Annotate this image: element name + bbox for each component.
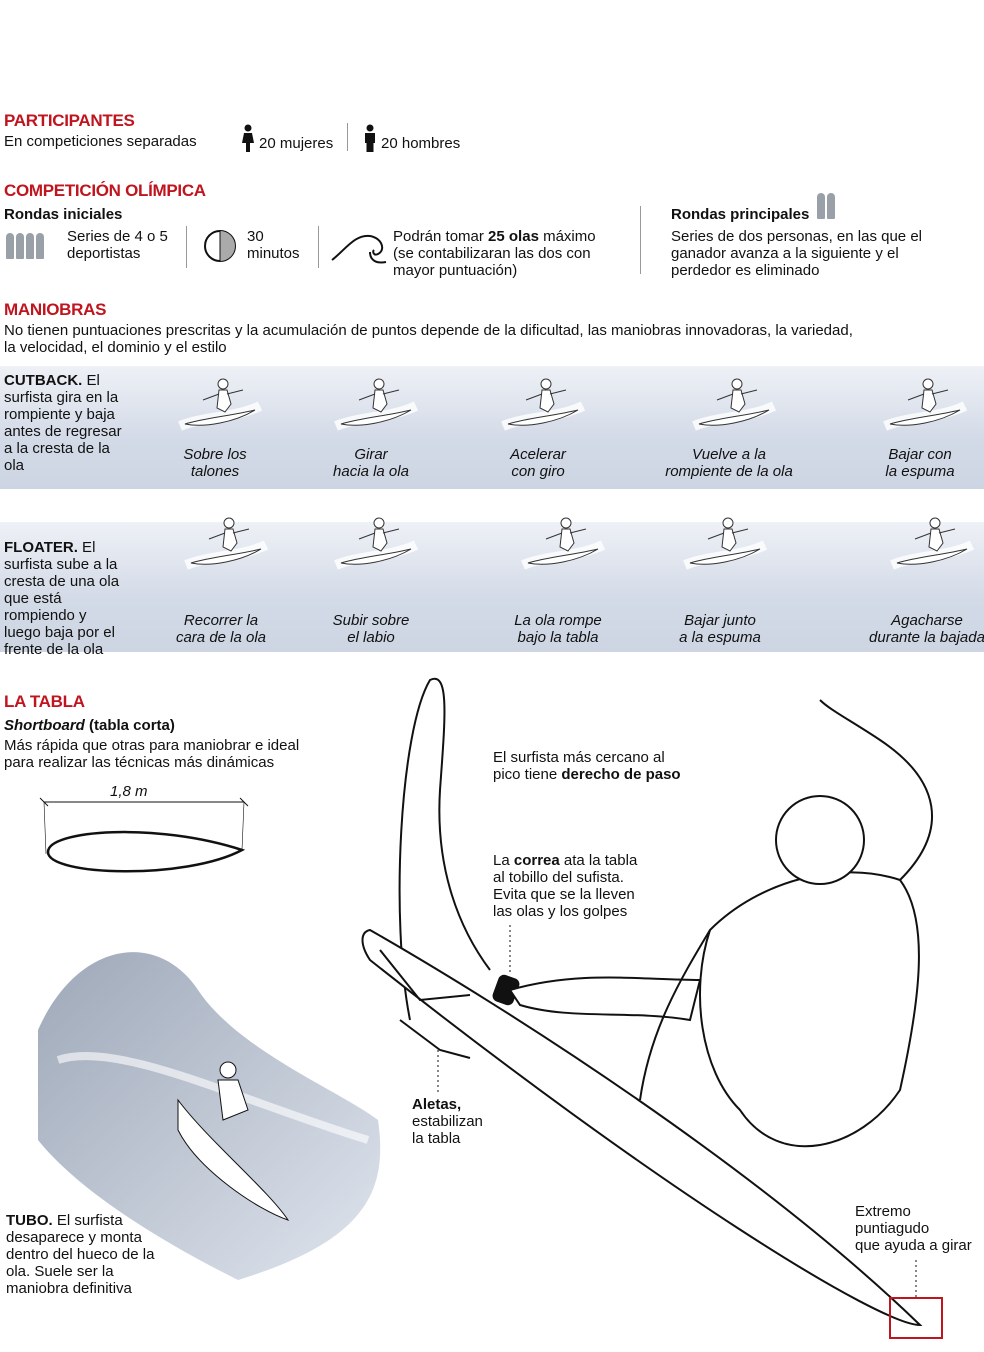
men-count: 20 hombres [381,135,461,152]
principales-line-3: perdedor es eliminado [671,262,820,279]
cutback-band [0,366,984,489]
board-top-view [39,797,249,873]
floater-surfer-figure [680,515,770,579]
tube-wave-illustration [38,952,381,1280]
maniobras-title: MANIOBRAS [4,300,107,319]
surfer-board-illustration [361,677,943,1339]
floater-surfer-figure [181,515,271,579]
series-text-2: deportistas [67,245,141,262]
maniobras-desc-2: la velocidad, el dominio y el estilo [4,339,227,356]
tabla-title: LA TABLA [4,692,85,711]
olas-line-2: (se contabilizaran las dos con [393,245,591,262]
principales-line-1: Series de dos personas, en las que el [671,228,922,245]
rondas-principales-label: Rondas principales [671,206,810,223]
participantes-title: PARTICIPANTES [4,111,135,130]
cutback-surfer-figure [880,376,970,440]
participantes-subtitle: En competiciones separadas [4,133,197,150]
floater-surfer-figure [887,515,977,579]
cutback-surfer-figure [498,376,588,440]
board-length: 1,8 m [110,783,148,800]
man-icon [364,124,376,156]
clock-icon [203,228,237,268]
maniobras-desc-1: No tienen puntuaciones prescritas y la a… [4,322,853,339]
olas-line-3: mayor puntuación) [393,262,518,279]
woman-icon [242,124,254,156]
olas-line-1: Podrán tomar 25 olas máximo [393,228,596,245]
floater-surfer-figure [518,515,608,579]
floater-surfer-figure [331,515,421,579]
series-text: Series de 4 o 5 [67,228,168,245]
group-people-icon [6,233,46,263]
cutback-surfer-figure [331,376,421,440]
cutback-description: CUTBACK. El surfista gira en la rompient… [4,372,122,474]
rondas-iniciales-label: Rondas iniciales [4,206,123,223]
cutback-surfer-figure [689,376,779,440]
two-people-icon [817,193,837,223]
floater-description: FLOATER. El surfista sube a la cresta de… [4,539,120,658]
floater-band [0,522,984,652]
competicion-title: COMPETICIÓN OLÍMPICA [4,181,206,200]
tabla-subtitle: Shortboard (tabla corta) [4,717,175,734]
tabla-desc-2: para realizar las técnicas más dinámicas [4,754,275,771]
time-unit: minutos [247,245,300,262]
tubo-description: TUBO. El surfista desaparece y monta den… [6,1212,155,1297]
cutback-surfer-figure [175,376,265,440]
wave-icon [330,230,390,270]
time-value: 30 [247,228,264,245]
principales-line-2: ganador avanza a la siguiente y el [671,245,899,262]
tabla-desc-1: Más rápida que otras para maniobrar e id… [4,737,300,754]
women-count: 20 mujeres [259,135,334,152]
